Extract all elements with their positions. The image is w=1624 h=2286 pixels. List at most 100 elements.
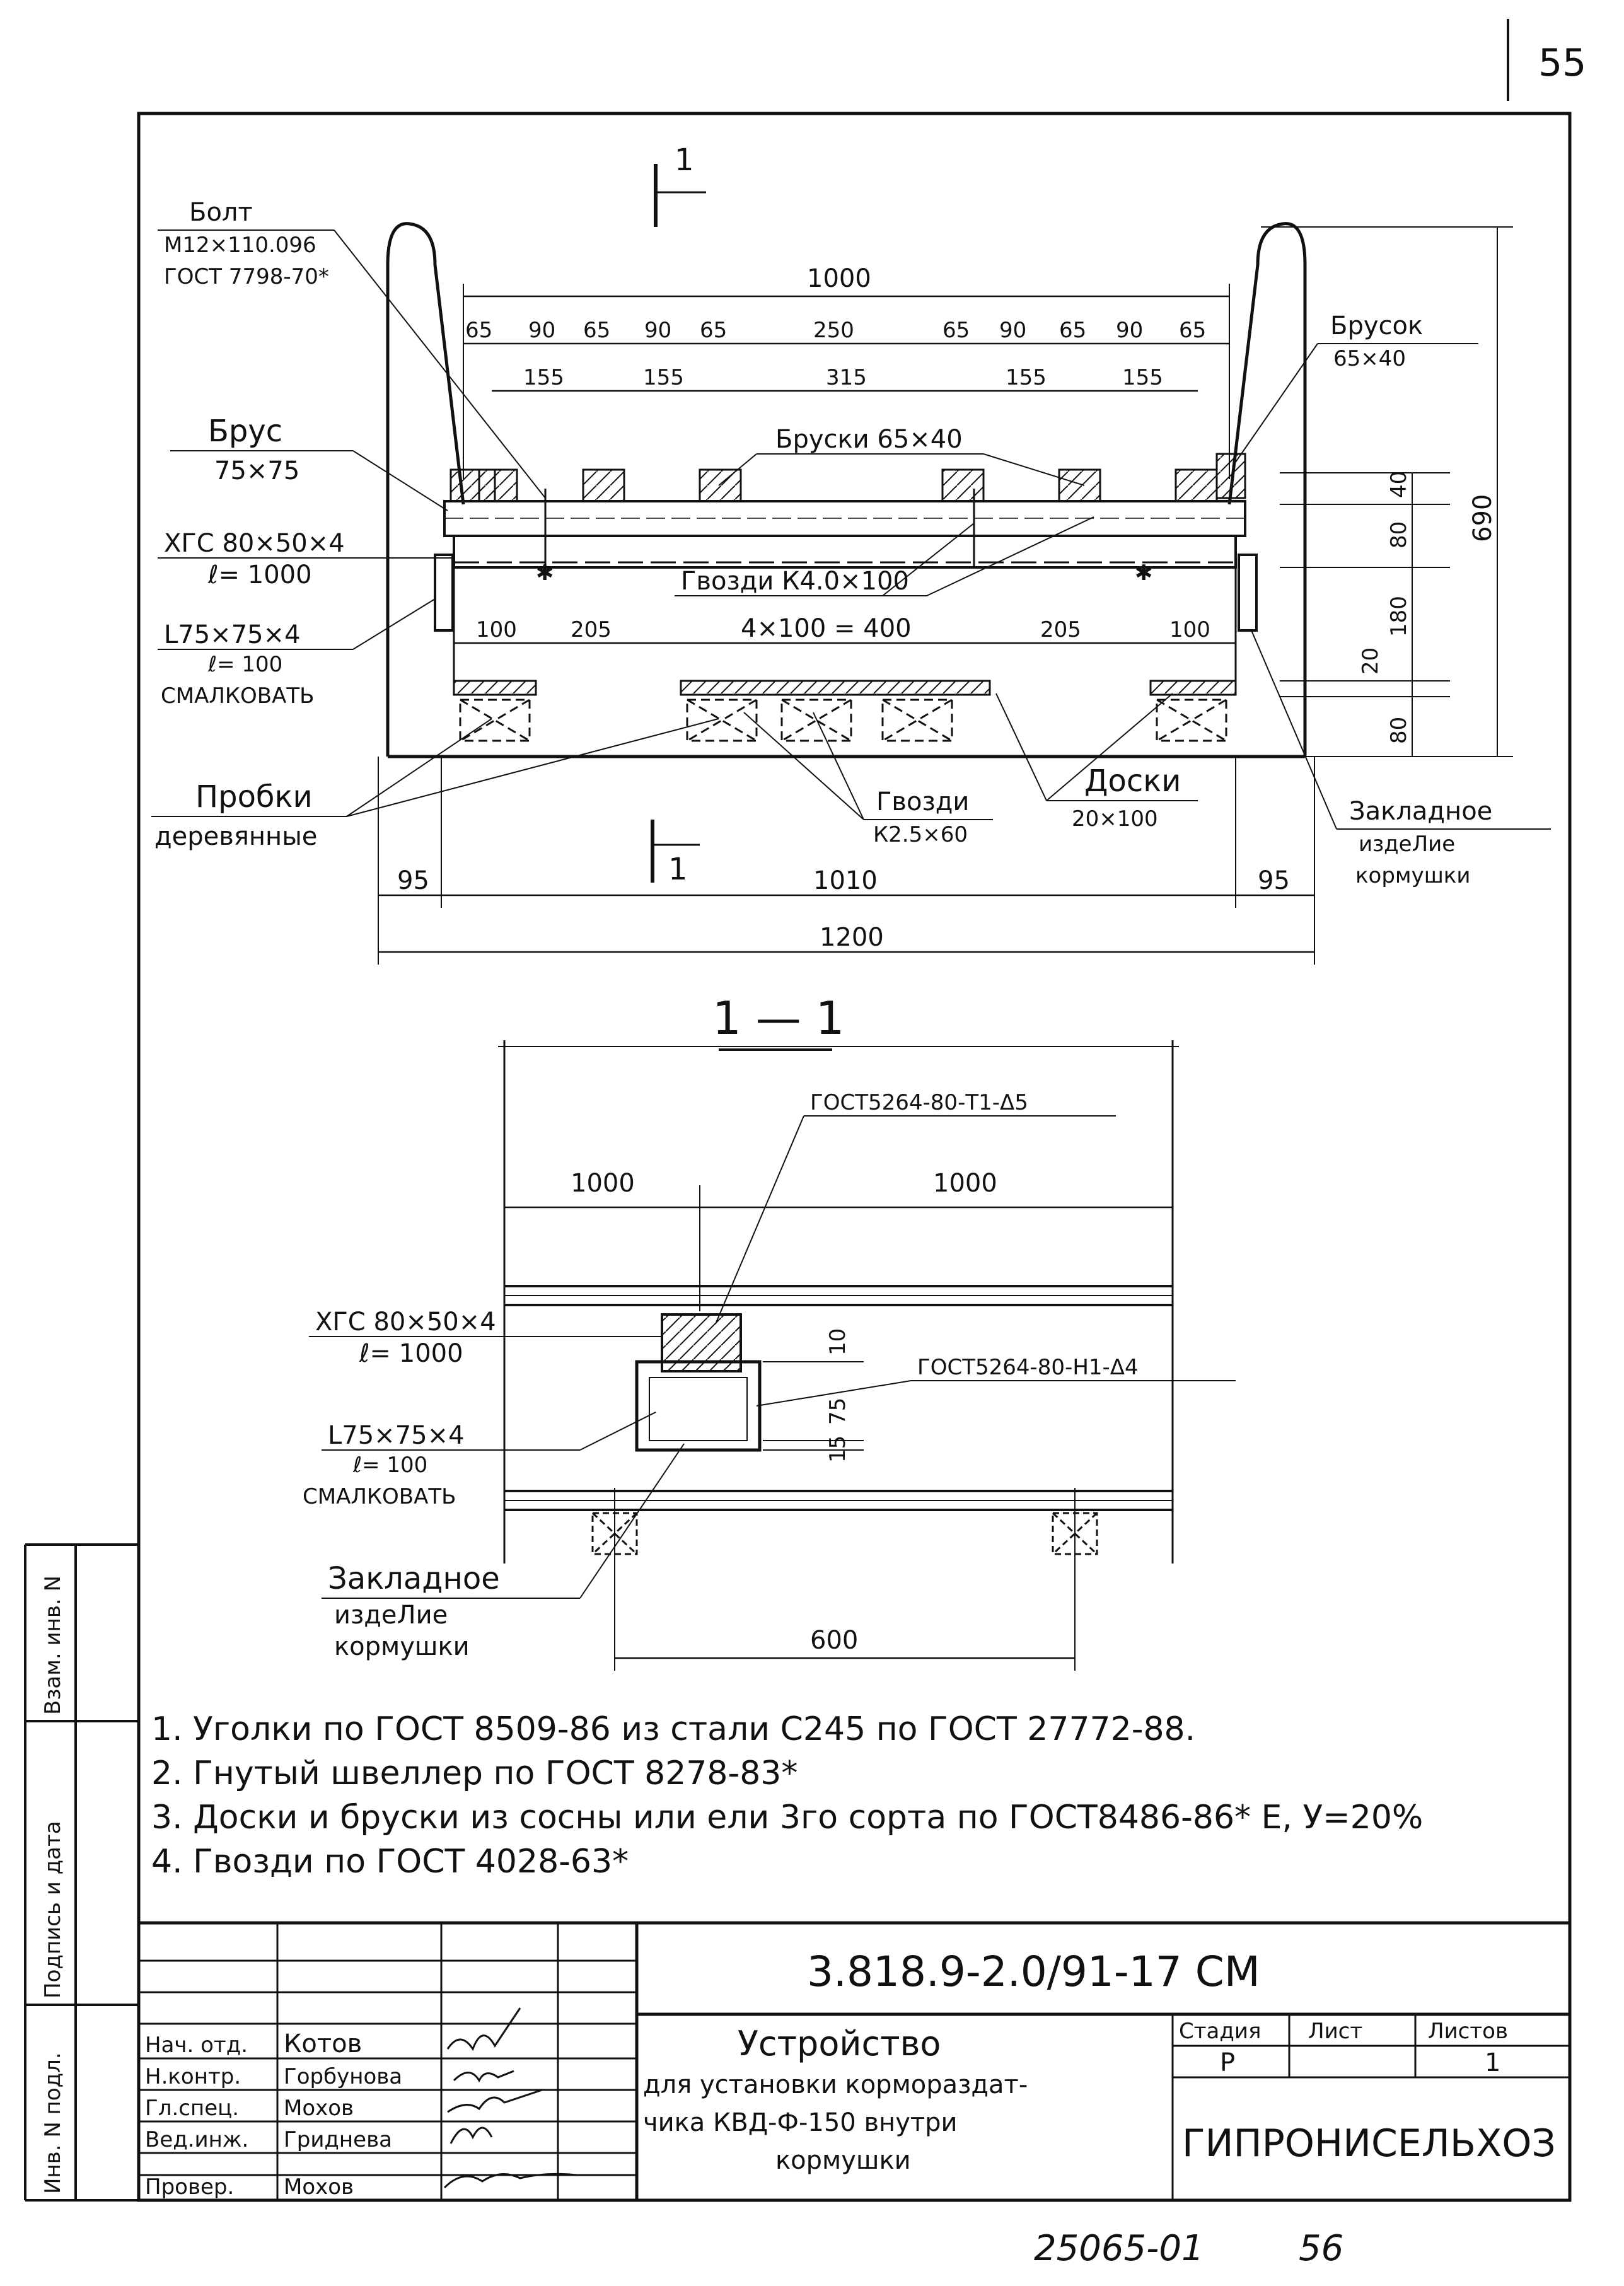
side-stamp: Взам. инв. N Подпись и дата Инв. N подл. <box>24 1543 140 2202</box>
stage-value: Р <box>1220 2048 1235 2077</box>
dim-r1-7: 90 <box>999 318 1026 343</box>
dim-b-0: 100 <box>476 617 517 642</box>
role-1: Нач. отд. <box>145 2033 248 2058</box>
sec-angle-1: L75×75×4 <box>328 1421 465 1450</box>
section-title: 1 — 1 <box>712 992 844 1045</box>
role-5: Провер. <box>145 2174 234 2200</box>
callout-bolt-1: Болт <box>189 198 253 227</box>
callout-insert-2: издеЛие <box>1359 832 1455 857</box>
role-4: Вед.инж. <box>145 2127 248 2152</box>
archive-number: 25065-01 <box>1034 2228 1204 2269</box>
dim-base-total: 1200 <box>820 923 884 952</box>
sec-insert-1: Закладное <box>328 1561 500 1596</box>
svg-text:✱: ✱ <box>536 560 554 586</box>
dim-r2-2: 315 <box>826 365 867 390</box>
dim-b-4: 100 <box>1169 617 1210 642</box>
dim-r1-3: 90 <box>644 318 671 343</box>
dim-r1-0: 65 <box>465 318 492 343</box>
sheets-header: Листов <box>1428 2019 1508 2044</box>
dim-b-2: 4×100 = 400 <box>741 614 912 643</box>
title-line-4: кормушки <box>775 2146 911 2175</box>
notes: 1. Уголки по ГОСТ 8509-86 из стали С245 … <box>151 1710 1423 1881</box>
callout-plugs-2: деревянные <box>154 822 317 851</box>
page-number: 55 <box>1538 41 1586 85</box>
title-line-2: для установки кормораздат- <box>643 2070 1028 2099</box>
stage-header: Стадия <box>1179 2019 1261 2044</box>
callout-nails-small-1: Гвозди <box>876 787 969 816</box>
stamp-3: Инв. N подл. <box>40 2052 66 2194</box>
callout-nails-small-2: К2.5×60 <box>873 822 968 847</box>
name-2: Горбунова <box>284 2064 402 2089</box>
note-2: 2. Гнутый швеллер по ГОСТ 8278-83* <box>151 1755 798 1792</box>
dim-v-2: 180 <box>1386 596 1412 637</box>
callout-nails-big: Гвозди К4.0×100 <box>681 567 909 596</box>
callout-channel-1: ХГС 80×50×4 <box>164 529 345 558</box>
callout-insert-1: Закладное <box>1349 797 1492 826</box>
section-view: 1 — 1 1000 1000 ГОСТ5264-80-Т1-Δ5 <box>303 992 1236 1671</box>
section-mark-bottom: 1 <box>668 852 688 887</box>
dim-r2-0: 155 <box>523 365 564 390</box>
dim-r1-6: 65 <box>942 318 970 343</box>
sec-insert-2: издеЛие <box>334 1601 448 1630</box>
name-4: Гриднева <box>284 2127 392 2152</box>
sec-channel-2: ℓ= 1000 <box>359 1339 463 1368</box>
dim-r1-9: 90 <box>1116 318 1143 343</box>
sheets-value: 1 <box>1485 2048 1500 2077</box>
callout-boards-1: Доски <box>1084 763 1181 799</box>
dim-v-1: 80 <box>1386 521 1412 548</box>
sec-small-2: 15 <box>825 1436 850 1463</box>
sec-dim-left: 1000 <box>571 1169 635 1198</box>
signatures <box>443 2007 577 2189</box>
sec-angle-2: ℓ= 100 <box>352 1453 427 1478</box>
note-1: 1. Уголки по ГОСТ 8509-86 из стали С245 … <box>151 1710 1195 1748</box>
main-elevation: 1 1 ✱ ✱ <box>151 142 1551 965</box>
sheet-header: Лист <box>1308 2019 1362 2044</box>
dim-base-2: 95 <box>1258 866 1290 895</box>
name-5: Мохов <box>284 2174 354 2200</box>
footer-page: 56 <box>1299 2228 1343 2269</box>
callout-boards-2: 20×100 <box>1072 806 1158 832</box>
dim-r1-4: 65 <box>700 318 727 343</box>
dim-v-total: 690 <box>1468 494 1497 542</box>
dim-r1-10: 65 <box>1179 318 1206 343</box>
name-3: Мохов <box>284 2096 354 2121</box>
weld-2: ГОСТ5264-80-Н1-Δ4 <box>917 1355 1139 1380</box>
callout-angle-1: L75×75×4 <box>164 620 301 649</box>
callout-angle-2: ℓ= 100 <box>207 652 282 677</box>
dim-v-0: 40 <box>1386 471 1412 498</box>
section-mark-top: 1 <box>675 142 694 178</box>
sec-dim-right: 1000 <box>933 1169 997 1198</box>
callout-bar-small-2: 65×40 <box>1333 346 1406 371</box>
sec-small-1: 75 <box>825 1398 850 1425</box>
org-name: ГИПРОНИСЕЛЬХОЗ <box>1182 2121 1556 2166</box>
callout-channel-2: ℓ= 1000 <box>207 560 312 589</box>
doc-code: 3.818.9-2.0/91-17 СМ <box>807 1947 1260 1996</box>
role-3: Гл.спец. <box>145 2096 239 2121</box>
callout-angle-3: СМАЛКОВАТЬ <box>161 683 314 709</box>
sec-angle-3: СМАЛКОВАТЬ <box>303 1484 456 1509</box>
dim-r1-2: 65 <box>583 318 610 343</box>
svg-text:✱: ✱ <box>1135 560 1153 586</box>
title-block: 3.818.9-2.0/91-17 СМ Нач. отд. Н.контр. … <box>139 1921 1570 2200</box>
dim-b-1: 205 <box>571 617 612 642</box>
title-line-1: Устройство <box>738 2024 941 2063</box>
callout-bar-small-1: Брусок <box>1330 311 1423 340</box>
dim-base-0: 95 <box>397 866 429 895</box>
dim-r1-1: 90 <box>528 318 555 343</box>
callout-beam-2: 75×75 <box>214 456 299 485</box>
callout-plugs-1: Пробки <box>195 779 313 815</box>
dim-v-3: 20 <box>1358 647 1383 675</box>
role-2: Н.контр. <box>145 2064 241 2089</box>
dim-v-4: 80 <box>1386 717 1412 744</box>
stamp-2: Подпись и дата <box>40 1821 66 1999</box>
dim-top-total: 1000 <box>807 264 871 293</box>
title-line-3: чика КВД-Ф-150 внутри <box>643 2108 958 2137</box>
sec-dim-bottom: 600 <box>810 1626 858 1655</box>
callout-insert-3: кормушки <box>1355 863 1470 888</box>
weld-1: ГОСТ5264-80-Т1-Δ5 <box>810 1090 1028 1115</box>
callout-beam-1: Брус <box>208 414 282 449</box>
callout-bars: Бруски 65×40 <box>775 425 963 454</box>
callout-bolt-2: М12×110.096 <box>164 233 316 258</box>
callout-bolt-3: ГОСТ 7798-70* <box>164 264 329 289</box>
